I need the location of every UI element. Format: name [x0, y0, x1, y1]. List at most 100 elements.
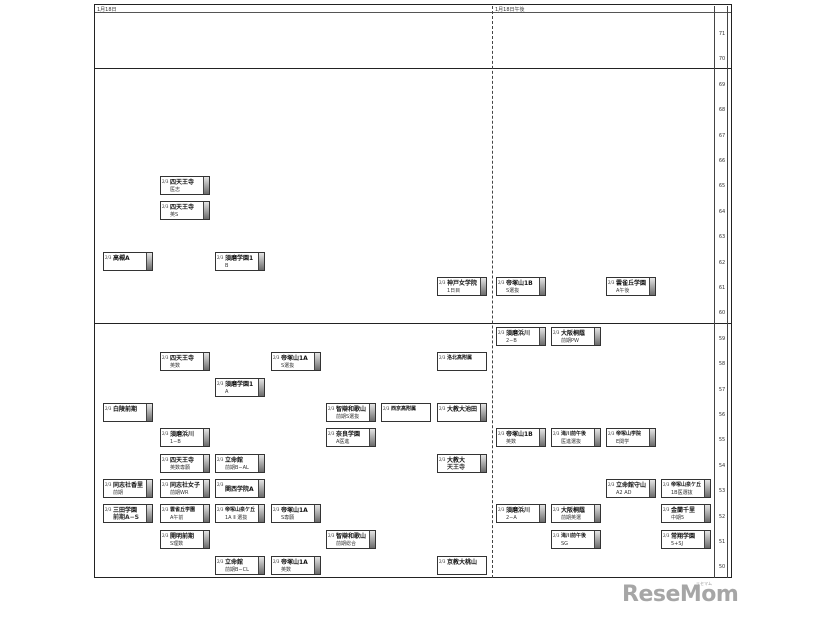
card-tab — [203, 202, 209, 219]
scale-tick: 58 — [718, 361, 726, 368]
scale-tick: 55 — [718, 437, 726, 444]
scale-tick: 65 — [718, 183, 726, 190]
scale-tick: 60 — [718, 310, 726, 317]
card-tab — [203, 480, 209, 497]
scale-tick: 70 — [718, 56, 726, 63]
resemom-logo-sub: リセマム — [696, 581, 712, 586]
card-tab — [704, 531, 710, 548]
deviation-scale — [714, 6, 728, 578]
scale-tick: 69 — [718, 81, 726, 88]
card-tab — [203, 177, 209, 194]
card-tab — [480, 278, 486, 295]
card-tab — [203, 531, 209, 548]
card-tab — [369, 404, 375, 421]
am-pm-divider — [492, 6, 493, 578]
card-tab — [146, 253, 152, 270]
card-tab — [258, 455, 264, 472]
scale-tick: 57 — [718, 386, 726, 393]
card-tab — [539, 429, 545, 446]
card-tab — [704, 480, 710, 497]
band-rule-60 — [95, 323, 731, 324]
scale-tick: 51 — [718, 539, 726, 545]
scale-tick: 62 — [718, 259, 726, 266]
header-left-label: 1月18日 — [97, 7, 117, 13]
card-tab — [203, 353, 209, 370]
card-tab — [594, 429, 600, 446]
card-tab — [314, 557, 320, 574]
card-tab — [369, 531, 375, 548]
card-tab — [203, 455, 209, 472]
card-tab — [480, 404, 486, 421]
scale-tick: 52 — [718, 513, 726, 520]
card-tab — [258, 379, 264, 396]
resemom-logo: ReseMom — [622, 582, 739, 607]
card-tab — [258, 557, 264, 574]
card-tab — [258, 480, 264, 497]
card-tab — [649, 480, 655, 497]
scale-tick: 53 — [718, 488, 726, 495]
header-rule — [95, 12, 731, 13]
scale-tick: 68 — [718, 107, 726, 114]
card-tab — [704, 505, 710, 522]
scale-tick: 50 — [718, 564, 726, 571]
scale-tick: 63 — [718, 234, 726, 241]
card-tab — [314, 353, 320, 370]
scale-tick: 67 — [718, 132, 726, 139]
card-tab — [539, 278, 545, 295]
card-tab — [203, 429, 209, 446]
header-right-label: 1月18日午後 — [495, 7, 525, 13]
scale-tick: 66 — [718, 158, 726, 164]
card-tab — [594, 328, 600, 345]
card-tab — [480, 455, 486, 472]
card-tab — [539, 505, 545, 522]
card-tab — [146, 505, 152, 522]
card-tab — [369, 429, 375, 446]
card-tab — [649, 278, 655, 295]
scale-tick: 61 — [718, 285, 726, 291]
